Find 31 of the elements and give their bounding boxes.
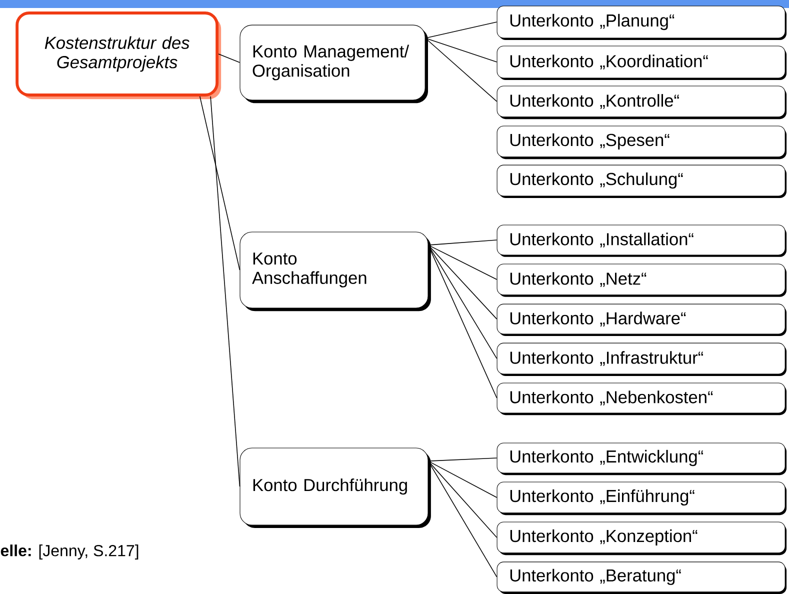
subaccount-box: Unterkonto „Infrastruktur“ (496, 342, 787, 376)
connector-line (210, 96, 240, 487)
account-box: Konto Anschaffungen (240, 232, 431, 312)
connector-line (428, 460, 498, 538)
account-box: Konto Durchführung (240, 448, 431, 528)
subaccount-box: Unterkonto „Schulung“ (496, 164, 787, 198)
account-box: Konto Management/ Organisation (240, 24, 428, 104)
subaccount-box: Unterkonto „Netz“ (496, 264, 787, 297)
root-box: Kostenstruktur des Gesamtprojekts (16, 12, 222, 100)
subaccount-box: Unterkonto „Installation“ (496, 224, 787, 257)
connector-line (424, 22, 498, 39)
connector-line (199, 96, 240, 270)
subaccount-box: Unterkonto „Hardware“ (496, 304, 787, 336)
connector-line (428, 244, 498, 398)
subaccount-box: Unterkonto „Beratung“ (496, 562, 787, 594)
connector-line (218, 54, 240, 63)
subaccount-box: Unterkonto „Nebenkosten“ (496, 382, 787, 416)
subaccount-box: Unterkonto „Entwicklung“ (496, 442, 787, 476)
subaccount-box: Unterkonto „Koordination“ (496, 46, 787, 80)
subaccount-box: Unterkonto „Konzeption“ (496, 522, 787, 556)
subaccount-box: Unterkonto „Kontrolle“ (496, 86, 787, 120)
connector-line (428, 240, 498, 246)
subaccount-box: Unterkonto „Einführung“ (496, 482, 787, 516)
connector-line (428, 460, 498, 498)
source-note: elle: [Jenny, S.217] (0, 544, 138, 560)
connector-line (428, 458, 498, 462)
connector-line (428, 244, 498, 320)
subaccount-box: Unterkonto „Planung“ (496, 6, 787, 40)
connector-line (428, 244, 498, 280)
subaccount-box: Unterkonto „Spesen“ (496, 126, 787, 160)
connector-line (424, 38, 498, 62)
